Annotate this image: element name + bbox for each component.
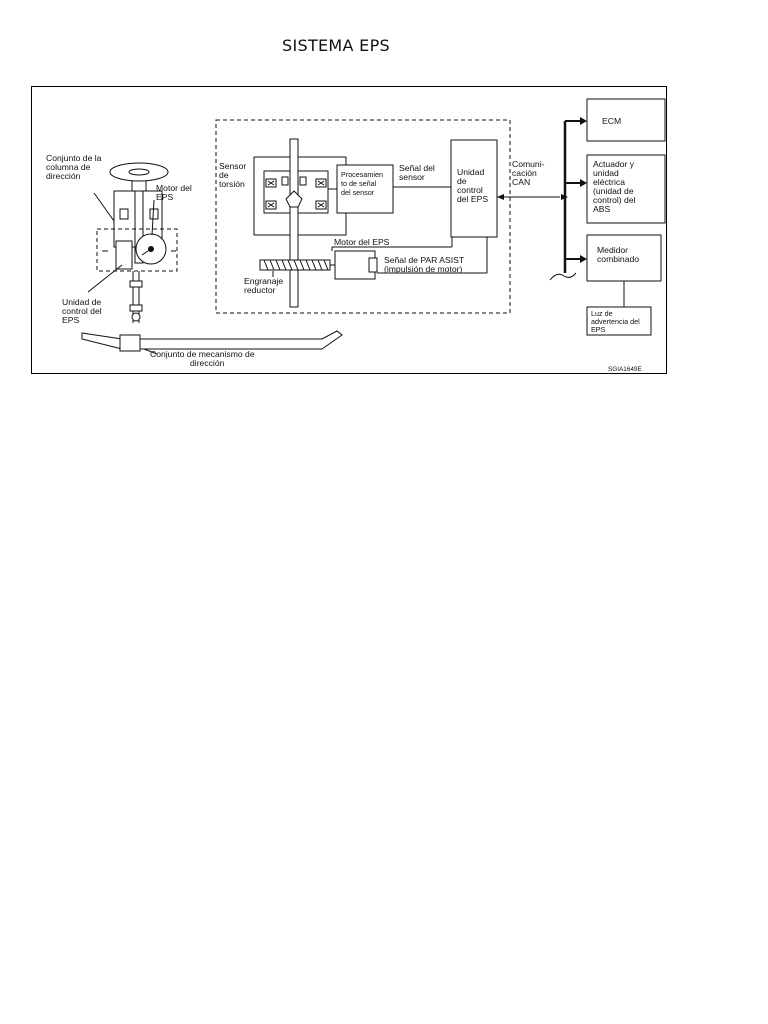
signal-processing-box (336, 164, 394, 214)
svg-text:de: de (457, 176, 467, 186)
warning-lamp-box (586, 306, 652, 336)
abs-box (586, 154, 666, 224)
svg-text:Señal del: Señal del (399, 163, 435, 173)
svg-text:Medidor: Medidor (597, 245, 628, 255)
svg-text:dirección: dirección (190, 358, 225, 368)
svg-text:cación: cación (512, 168, 537, 178)
abs-label: Actuador y unidad eléctrica (unidad de c… (593, 159, 636, 214)
svg-text:Conjunto de la: Conjunto de la (46, 153, 102, 163)
svg-text:unidad: unidad (593, 168, 619, 178)
svg-text:reductor: reductor (244, 285, 276, 295)
signal-processing-label: Procesamien to de señal del sensor (341, 170, 383, 197)
svg-text:eléctrica: eléctrica (593, 177, 625, 187)
eps-system-diagram: Conjunto de la columna de dirección Moto… (31, 86, 667, 374)
svg-text:EPS: EPS (156, 192, 173, 202)
sensor-signal-label: Señal del sensor (399, 163, 435, 182)
column-unit-dashed-box (96, 228, 178, 272)
svg-text:sensor: sensor (399, 172, 425, 182)
svg-text:CAN: CAN (512, 177, 530, 187)
eps-motor-label: Motor del EPS (334, 237, 390, 247)
svg-text:EPS: EPS (62, 315, 79, 325)
steering-wheel-icon (109, 162, 169, 191)
svg-text:dirección: dirección (46, 171, 81, 181)
svg-text:Procesamien: Procesamien (341, 170, 383, 179)
svg-text:del sensor: del sensor (341, 188, 375, 197)
svg-text:Señal de PAR ASIST: Señal de PAR ASIST (384, 255, 465, 265)
svg-text:torsión: torsión (219, 179, 245, 189)
svg-text:Sensor: Sensor (219, 161, 246, 171)
svg-text:EPS: EPS (591, 325, 606, 334)
svg-text:control del: control del (62, 306, 102, 316)
combination-meter-box (586, 234, 662, 282)
reduction-gear-label: Engranaje reductor (244, 276, 283, 295)
warning-lamp-label: Luz de advertencia del EPS (591, 309, 640, 334)
svg-text:Luz de: Luz de (591, 309, 613, 318)
steering-gear-label: Conjunto de mecanismo de dirección (150, 349, 255, 368)
svg-text:Unidad: Unidad (457, 167, 484, 177)
diagram-canvas: Conjunto de la columna de dirección Moto… (46, 98, 666, 373)
svg-text:Conjunto de mecanismo de: Conjunto de mecanismo de (150, 349, 255, 359)
torsion-sensor-icon (253, 138, 347, 308)
ecm-box (586, 98, 666, 142)
svg-text:control) del: control) del (593, 195, 636, 205)
reduction-gear-icon (259, 259, 331, 271)
torsion-sensor-label: Sensor de torsión (219, 161, 246, 189)
can-label: Comuni- cación CAN (512, 159, 545, 187)
left-motor-label: Motor del EPS (156, 183, 192, 202)
ecm-label: ECM (602, 116, 621, 126)
intermediate-shaft-icon (129, 271, 143, 323)
eps-unit-dashed-box (215, 119, 511, 314)
svg-text:columna de: columna de (46, 162, 91, 172)
eps-control-unit-label: Unidad de control del EPS (457, 167, 488, 204)
svg-text:to de señal: to de señal (341, 179, 377, 188)
column-assembly-label: Conjunto de la columna de dirección (46, 153, 102, 181)
svg-text:(impulsión de motor): (impulsión de motor) (384, 264, 462, 274)
svg-text:Engranaje: Engranaje (244, 276, 283, 286)
assist-signal-label: Señal de PAR ASIST (impulsión de motor) (384, 255, 465, 274)
svg-text:advertencia del: advertencia del (591, 317, 640, 326)
left-control-unit-label: Unidad de control del EPS (62, 297, 102, 325)
svg-text:Comuni-: Comuni- (512, 159, 545, 169)
svg-text:(unidad de: (unidad de (593, 186, 634, 196)
svg-text:Unidad de: Unidad de (62, 297, 101, 307)
svg-text:Motor del: Motor del (156, 183, 192, 193)
left-control-unit-icon (115, 240, 133, 270)
svg-text:del EPS: del EPS (457, 194, 488, 204)
svg-text:Actuador y: Actuador y (593, 159, 635, 169)
eps-control-unit-box (450, 139, 498, 238)
figure-code: SGIA1649E (608, 366, 642, 373)
eps-motor-box (334, 250, 376, 280)
page-title: SISTEMA EPS (282, 36, 390, 55)
svg-text:ABS: ABS (593, 204, 610, 214)
combination-meter-label: Medidor combinado (597, 245, 639, 264)
svg-text:de: de (219, 170, 229, 180)
steering-rack-icon (81, 330, 343, 352)
svg-text:combinado: combinado (597, 254, 639, 264)
svg-text:control: control (457, 185, 483, 195)
